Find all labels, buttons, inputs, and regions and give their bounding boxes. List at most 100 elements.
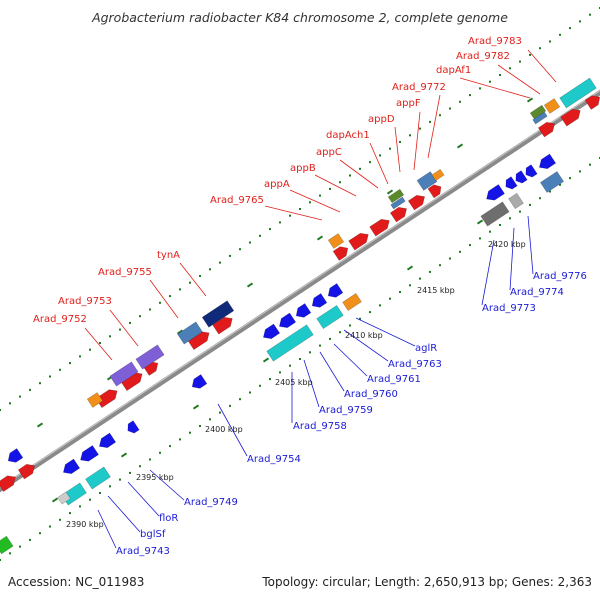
gene-label-forward[interactable]: dapAch1 [326, 130, 370, 141]
reverse-gene[interactable] [276, 312, 297, 331]
reverse-gene[interactable] [536, 153, 557, 172]
reverse-gene[interactable] [539, 171, 565, 193]
gene-label-forward[interactable]: Arad_9755 [98, 267, 152, 278]
gene-label-reverse[interactable]: Arad_9759 [319, 405, 373, 416]
gene-label-forward[interactable]: Arad_9783 [468, 36, 522, 47]
forward-gene[interactable] [543, 98, 561, 114]
forward-gene[interactable] [86, 392, 104, 408]
forward-gene[interactable] [537, 119, 557, 138]
reverse-gene[interactable] [125, 420, 140, 436]
gene-label-reverse[interactable]: Arad_9758 [293, 421, 347, 432]
forward-gene[interactable] [369, 216, 393, 237]
major-tick-mark [262, 357, 270, 363]
reverse-strand-genes [0, 153, 565, 555]
forward-gene[interactable] [135, 344, 165, 370]
reverse-gene[interactable] [77, 445, 99, 464]
minor-tick-dot [349, 174, 351, 177]
gene-label-reverse[interactable]: Arad_9776 [533, 271, 587, 282]
forward-gene[interactable] [584, 93, 600, 110]
forward-gene[interactable] [95, 386, 120, 409]
reverse-gene[interactable] [60, 458, 81, 477]
forward-gene[interactable] [559, 77, 597, 109]
reverse-gene[interactable] [513, 170, 528, 186]
forward-gene[interactable] [212, 314, 236, 335]
gene-label-reverse[interactable]: floR [159, 513, 178, 524]
minor-tick-dot [519, 210, 521, 213]
reverse-gene[interactable] [5, 448, 24, 466]
minor-tick-dot [159, 451, 161, 454]
gene-label-forward[interactable]: Arad_9765 [210, 195, 264, 206]
minor-tick-dot [319, 194, 321, 197]
forward-gene[interactable] [332, 244, 351, 261]
gene-label-forward[interactable]: Arad_9753 [58, 296, 112, 307]
reverse-gene[interactable] [508, 192, 524, 210]
minor-tick-dot [299, 358, 301, 360]
forward-gene[interactable] [416, 171, 438, 191]
forward-gene[interactable] [390, 196, 406, 210]
gene-label-forward[interactable]: Arad_9772 [392, 82, 446, 93]
reverse-gene[interactable] [293, 303, 312, 321]
gene-label-forward[interactable]: appA [264, 179, 290, 190]
forward-gene[interactable] [177, 321, 203, 345]
minor-tick-dot [339, 331, 341, 334]
reverse-gene[interactable] [483, 184, 505, 203]
minor-tick-dot [99, 342, 101, 344]
reverse-gene[interactable] [480, 201, 510, 227]
gene-label-reverse[interactable]: Arad_9743 [116, 546, 170, 557]
gene-label-reverse[interactable]: Arad_9763 [388, 359, 442, 370]
forward-gene[interactable] [348, 230, 372, 251]
gene-label-forward[interactable]: Arad_9752 [33, 314, 87, 325]
forward-gene[interactable] [529, 104, 547, 120]
gene-label-reverse[interactable]: Arad_9760 [344, 389, 398, 400]
forward-gene[interactable] [389, 204, 409, 223]
reverse-gene[interactable] [96, 432, 117, 451]
minor-tick-dot [69, 512, 71, 515]
gene-label-reverse[interactable]: Arad_9773 [482, 303, 536, 314]
reverse-gene[interactable] [503, 176, 518, 192]
gene-label-forward[interactable]: tynA [157, 250, 180, 261]
forward-gene[interactable] [327, 233, 345, 249]
minor-tick-dot [19, 395, 21, 398]
minor-tick-dot [469, 94, 471, 97]
minor-tick-dot [269, 228, 271, 231]
leader-line [355, 317, 416, 347]
gene-label-forward[interactable]: appC [316, 147, 342, 158]
forward-gene[interactable] [407, 192, 427, 211]
reverse-gene[interactable] [85, 466, 111, 490]
forward-gene[interactable] [560, 106, 584, 127]
reverse-gene[interactable] [0, 535, 14, 555]
gene-label-reverse[interactable]: Arad_9749 [184, 497, 238, 508]
forward-gene[interactable] [532, 111, 548, 125]
reverse-gene[interactable] [309, 293, 328, 311]
forward-gene[interactable] [431, 168, 445, 182]
reverse-gene[interactable] [57, 491, 71, 505]
gene-label-reverse[interactable]: Arad_9774 [510, 287, 564, 298]
reverse-gene[interactable] [266, 324, 314, 362]
reverse-gene[interactable] [316, 304, 344, 330]
gene-label-forward[interactable]: dapAf1 [436, 65, 471, 76]
gene-label-forward[interactable]: appD [368, 114, 395, 125]
forward-gene[interactable] [427, 182, 444, 199]
leader-line [394, 126, 401, 173]
gene-label-reverse[interactable]: bglSf [140, 529, 166, 540]
leader-line [343, 329, 389, 362]
gene-label-forward[interactable]: appF [396, 98, 421, 109]
reverse-gene[interactable] [523, 164, 538, 180]
reverse-gene[interactable] [260, 323, 281, 342]
gene-label-forward[interactable]: appB [290, 163, 316, 174]
forward-gene[interactable] [0, 472, 19, 492]
forward-gene[interactable] [109, 361, 139, 387]
reverse-gene[interactable] [325, 283, 344, 301]
forward-gene[interactable] [387, 188, 405, 204]
forward-gene[interactable] [201, 300, 235, 328]
gene-label-reverse[interactable]: Arad_9761 [367, 374, 421, 385]
forward-gene[interactable] [17, 461, 37, 480]
reverse-gene[interactable] [342, 292, 362, 312]
minor-tick-dot [59, 368, 61, 371]
gene-label-reverse[interactable]: aglR [415, 343, 437, 354]
forward-strand-genes [0, 77, 600, 492]
leader-line [427, 94, 441, 159]
gene-label-reverse[interactable]: Arad_9754 [247, 454, 301, 465]
gene-label-forward[interactable]: Arad_9782 [456, 51, 510, 62]
reverse-gene[interactable] [189, 374, 208, 392]
